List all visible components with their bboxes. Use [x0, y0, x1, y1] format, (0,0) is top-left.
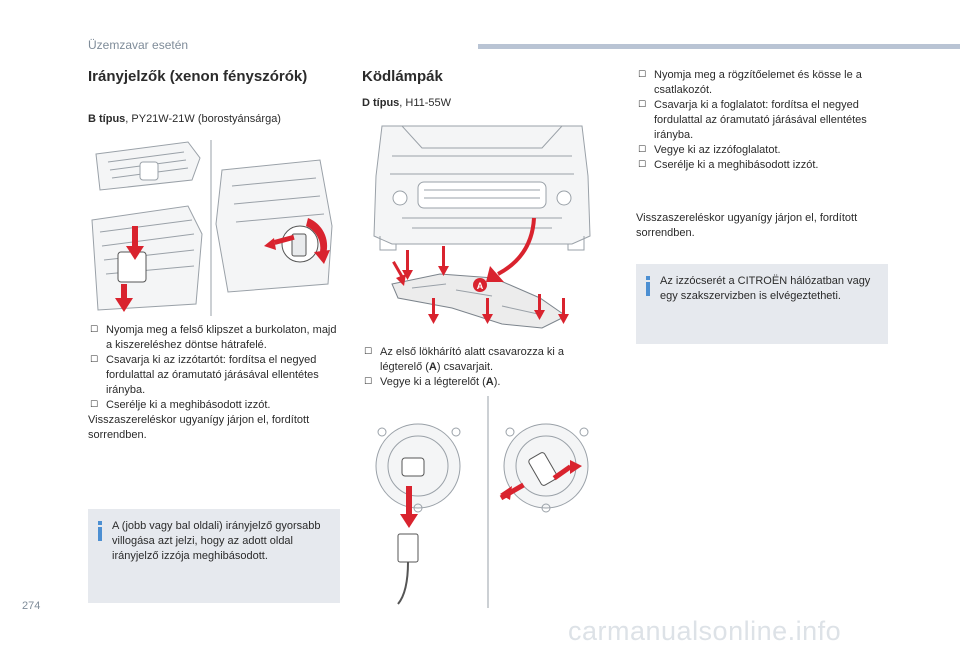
left-bullet-1: ☐Nyomja meg a felső klipszet a burkolato… [90, 324, 337, 351]
right-info-note: Az izzócserét a CITROËN hálózatban vagy … [636, 264, 888, 344]
check-box-icon: ☐ [90, 400, 99, 410]
check-box-icon: ☐ [638, 70, 647, 80]
middle-bullet-2: ☐Vegye ki a légterelőt (A). [364, 376, 501, 388]
type-d-value: , H11-55W [399, 97, 452, 109]
info-icon [98, 521, 102, 541]
check-box-icon: ☐ [364, 347, 373, 357]
left-bullet-2: ☐Csavarja ki az izzótartót: fordítsa el … [90, 354, 319, 396]
fog-lamp-deflector-illustration: A [373, 125, 591, 329]
section-title: Üzemzavar esetén [88, 38, 189, 52]
check-box-icon: ☐ [364, 377, 373, 387]
type-b-value: , PY21W-21W (borostyánsárga) [125, 113, 281, 125]
fog-lamps-heading: Ködlámpák [362, 68, 443, 85]
check-box-icon: ☐ [90, 325, 99, 335]
right-bullet-3: ☐Vegye ki az izzófoglalatot. [638, 144, 781, 156]
check-box-icon: ☐ [638, 160, 647, 170]
check-box-icon: ☐ [90, 355, 99, 365]
type-d-label: D típus [362, 97, 400, 109]
right-bullet-2: ☐Csavarja ki a foglalatot: fordítsa el n… [638, 99, 867, 141]
right-bullet-4: ☐Cserélje ki a meghibásodott izzót. [638, 159, 819, 171]
watermark: carmanualsonline.info [568, 616, 842, 646]
page-number: 274 [22, 600, 41, 612]
turn-signals-heading: Irányjelzők (xenon fényszórók) [88, 68, 308, 85]
left-reassembly: Visszaszereléskor ugyanígy járjon el, fo… [88, 414, 310, 441]
turn-signal-illustration [91, 140, 333, 316]
type-b-label: B típus [88, 113, 126, 125]
middle-bullet-1: ☐Az első lökhárító alatt csavarozza ki a… [364, 346, 565, 373]
type-b-line: B típus, PY21W-21W (borostyánsárga) [88, 112, 281, 127]
left-bullet-3: ☐Cserélje ki a meghibásodott izzót. [90, 399, 271, 411]
info-icon [646, 276, 650, 296]
right-reassembly: Visszaszereléskor ugyanígy járjon el, fo… [636, 212, 858, 239]
type-d-line: D típus, H11-55W [362, 96, 451, 111]
callout-a-label: A [477, 281, 484, 291]
fog-lamp-bulb-illustration [375, 396, 589, 608]
right-bullet-1: ☐Nyomja meg a rögzítőelemet és kösse le … [638, 69, 862, 96]
check-box-icon: ☐ [638, 100, 647, 110]
header-bar [478, 44, 960, 49]
left-info-note: A (jobb vagy bal oldali) irányjelző gyor… [88, 509, 340, 603]
check-box-icon: ☐ [638, 145, 647, 155]
